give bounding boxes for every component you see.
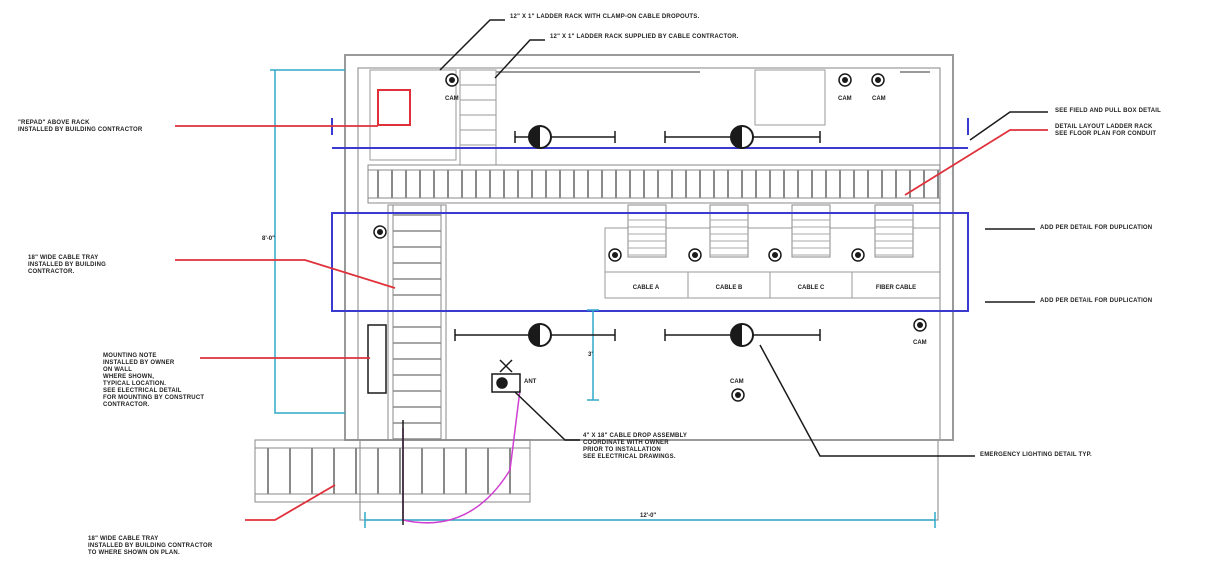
note-pull-box: SEE FIELD AND PULL BOX DETAIL: [1055, 108, 1162, 114]
rack-outlines: [331, 118, 969, 312]
cabinet-label-b: CABLE B: [716, 285, 743, 291]
device-tag: CAM: [445, 96, 459, 102]
note-ladder-rack-a: 12" X 1" LADDER RACK WITH CLAMP-ON CABLE…: [510, 14, 700, 20]
note-bottom-tray: 18" WIDE CABLE TRAY INSTALLED BY BUILDIN…: [88, 536, 213, 556]
device-icon-core: [855, 252, 861, 258]
note-panel: "REPAD" ABOVE RACK INSTALLED BY BUILDING…: [18, 120, 143, 133]
light-fixture-fill: [731, 126, 742, 148]
cabinet-label-fiber: FIBER CABLE: [876, 285, 916, 291]
device-tag: CAM: [730, 379, 744, 385]
wall-mounted-box: [367, 324, 387, 394]
device-icon-core: [449, 77, 455, 83]
cabinet-label-a: CABLE A: [633, 285, 660, 291]
dimension-width: 12'-0": [640, 513, 656, 519]
light-fixture-fill: [731, 324, 742, 346]
note-duplication-a: ADD PER DETAIL FOR DUPLICATION: [1040, 225, 1153, 231]
device-icon-core: [875, 77, 881, 83]
note-ladder-layout: DETAIL LAYOUT LADDER RACK SEE FLOOR PLAN…: [1055, 124, 1157, 137]
device-icon-core: [842, 77, 848, 83]
note-emergency-lighting: EMERGENCY LIGHTING DETAIL TYP.: [980, 452, 1092, 458]
leaders-black: [439, 19, 1048, 457]
cabinet-label-c: CABLE C: [798, 285, 825, 291]
ladder-rack-top: [367, 164, 941, 204]
ladder-rack-vertical-rungs: [393, 214, 441, 440]
dimension-height: 8'-0": [262, 236, 275, 242]
ladder-rack-outside-rungs: [267, 448, 511, 494]
room-walls: [344, 54, 954, 521]
cabinet-row: [604, 227, 941, 299]
device-tag: ANT: [524, 379, 537, 385]
dimension-clearance: 3': [588, 352, 593, 358]
device-icon-core: [377, 229, 383, 235]
note-drop-assembly: 4" X 18" CABLE DROP ASSEMBLY COORDINATE …: [583, 433, 688, 460]
device-tag: CAM: [872, 96, 886, 102]
device-tag: CAM: [838, 96, 852, 102]
light-fixture-fill: [529, 324, 540, 346]
cable-route: [402, 389, 521, 524]
device-icon-core: [735, 392, 741, 398]
device-icon-core: [692, 252, 698, 258]
device-icon-core: [917, 322, 923, 328]
ladder-rack-rungs: [377, 170, 939, 198]
note-mounting: MOUNTING NOTE INSTALLED BY OWNER ON WALL…: [103, 353, 205, 408]
devices: [373, 73, 927, 402]
light-fixture-fill: [529, 126, 540, 148]
note-ladder-rack-b: 12" X 1" LADDER RACK SUPPLIED BY CABLE C…: [550, 34, 739, 40]
leaders-red: [175, 125, 1048, 521]
device-tag: CAM: [913, 340, 927, 346]
dimension-lines: [270, 69, 936, 528]
light-fixture-symbols: [528, 125, 754, 347]
note-duplication-b: ADD PER DETAIL FOR DUPLICATION: [1040, 298, 1153, 304]
upper-room: [369, 69, 930, 166]
ladder-rack-outside: [254, 439, 531, 503]
device-icon-core: [612, 252, 618, 258]
device-icon-core: [772, 252, 778, 258]
ladder-rack-vertical: [387, 204, 447, 441]
note-cable-tray: 18" WIDE CABLE TRAY INSTALLED BY BUILDIN…: [28, 255, 106, 275]
cable-drop-assembly: [491, 359, 521, 393]
